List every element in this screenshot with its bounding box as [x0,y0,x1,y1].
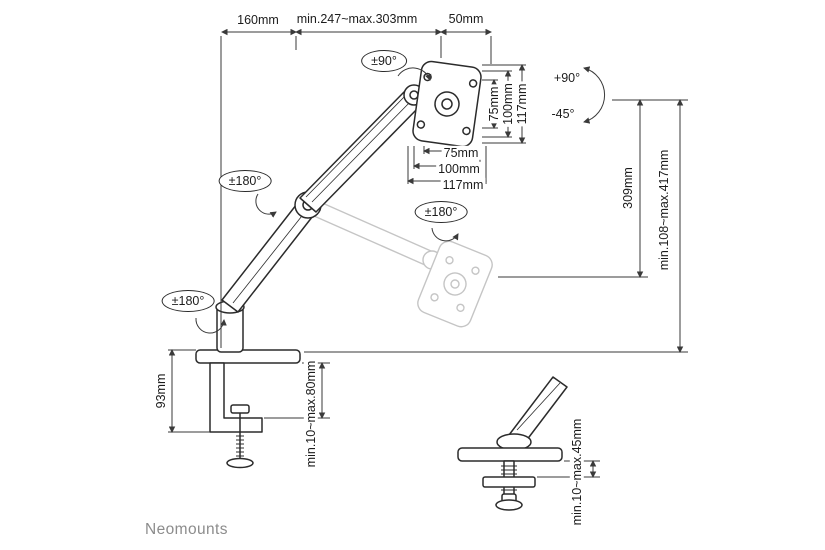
desk-clamp [195,349,301,469]
dim-clamp-height-label: 93mm [153,371,169,411]
dim-travel-label: 309mm [620,165,636,211]
vesa-vertical-75-label: 75mm [486,84,502,124]
vesa-horizontal-117-label: 117mm [440,177,486,193]
vesa-vertical-100-label: 100mm [500,81,516,127]
vesa-horizontal-75-label: 75mm [441,145,481,161]
dim-reach-label: min.247~max.303mm [294,11,420,27]
vesa-vertical-117-label: 117mm [514,81,530,127]
angle-tilt-up-label: +90° [551,70,583,86]
vesa-plate [412,60,482,148]
angle-swivel-base-badge: ±180° [161,290,215,312]
dim-160mm-label: 160mm [235,12,281,28]
angle-swivel-head-badge: ±180° [414,201,468,223]
brand-logo-text: Neomounts [145,521,228,538]
dim-height-range-label: min.108~max.417mm [656,147,672,273]
angle-swivel-arm-badge: ±180° [218,170,272,192]
grommet-mount-drawing [457,376,568,511]
vesa-horizontal-100-label: 100mm [436,161,482,177]
angle-tilt-down-label: -45° [549,106,577,122]
dimension-lines [168,28,688,478]
dim-grommet-thickness-label: min.10~max.45mm [569,416,585,528]
dim-50mm-label: 50mm [446,11,486,27]
dim-desk-thickness-label: min.10~max.80mm [303,358,319,470]
angle-head-rotation-badge: ±90° [361,50,407,72]
arm-drawing [195,60,482,469]
ghost-arm-position [304,197,493,328]
